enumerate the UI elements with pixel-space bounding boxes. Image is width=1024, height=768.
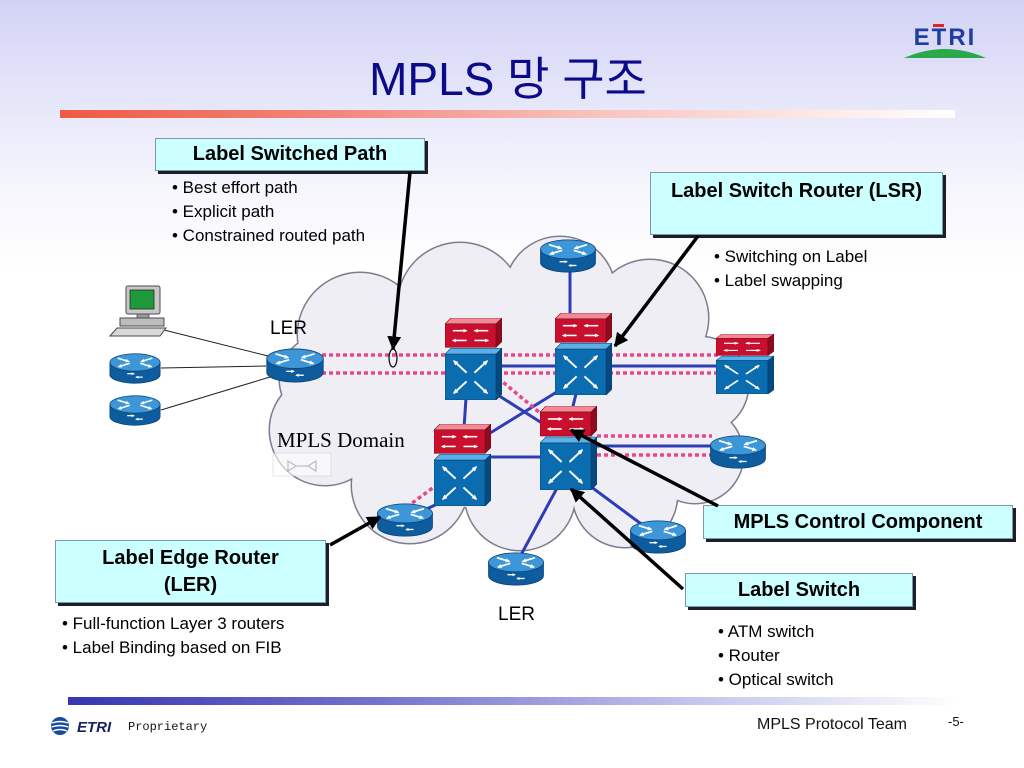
lsp-bullet: • Best effort path — [172, 178, 298, 197]
label-switch-router-5-icon — [540, 406, 597, 490]
ler-bullet: • Full-function Layer 3 routers — [62, 614, 285, 633]
label-switch-router-2-icon — [555, 313, 612, 395]
access-links — [160, 329, 271, 411]
label-switch-bullet-list: • ATM switch • Router • Optical switch — [718, 620, 834, 692]
label-switch-bullet: • Router — [718, 646, 780, 665]
access-link-line — [163, 329, 269, 357]
access-link-line — [160, 376, 271, 411]
ler-router-left-icon — [267, 349, 323, 382]
ler-router-bottom-icon — [489, 553, 544, 585]
label-switch-callout-title: Label Switch — [737, 579, 861, 601]
link-line — [462, 396, 468, 430]
lsr-bullet: • Switching on Label — [714, 247, 868, 266]
etri-logo-icon: ETRI — [904, 24, 986, 58]
ler-label-bottom: LER — [498, 604, 535, 625]
slide-title: MPLS 망 구조 — [369, 53, 647, 105]
ler-bullet-list: • Full-function Layer 3 routers • Label … — [62, 612, 284, 660]
label-switched-path-line — [496, 376, 548, 420]
control-component-callout-box: MPLS Control Component — [703, 505, 1013, 539]
control-component-callout-title: MPLS Control Component — [733, 511, 983, 533]
lsp-callout-title: Label Switched Path — [192, 143, 388, 165]
access-link-line — [160, 365, 267, 369]
ler-bullet: • Label Binding based on FIB — [62, 638, 282, 657]
customer-router-1-icon — [110, 354, 160, 383]
label-switch-router-3-icon — [716, 334, 774, 394]
link-line — [520, 488, 558, 555]
host-computer-icon — [108, 285, 167, 337]
link-line — [480, 388, 562, 440]
label-switch-callout-box: Label Switch — [685, 573, 913, 607]
ler-callout-title-line: (LER) — [163, 574, 218, 596]
lsp-bullet-list: • Best effort path • Explicit path • Con… — [172, 176, 365, 248]
footer-proprietary: Proprietary — [128, 720, 208, 734]
header-bar — [60, 110, 955, 118]
lsr-bullet-list: • Switching on Label • Label swapping — [714, 245, 867, 293]
label-switch-router-4-icon — [434, 424, 491, 506]
label-switch-router-1-icon — [445, 318, 502, 400]
lsp-bullet: • Explicit path — [172, 202, 275, 221]
page-number: -5- — [948, 714, 964, 729]
faint-router-icon — [272, 452, 332, 477]
edge-router-bottom-right-icon — [631, 521, 686, 553]
footer-etri-logo-icon: ETRI — [51, 717, 112, 736]
lsp-callout-box: Label Switched Path — [155, 138, 425, 171]
lsp-bullet: • Constrained routed path — [172, 226, 366, 245]
core-router-top-icon — [541, 240, 596, 272]
ler-label-top: LER — [270, 318, 307, 339]
etri-logo-text: ETRI — [914, 24, 977, 51]
customer-router-2-icon — [110, 396, 160, 425]
ler-router-bottom-left-icon — [378, 504, 433, 536]
mpls-domain-label: MPLS Domain — [277, 428, 405, 452]
edge-router-right-icon — [711, 436, 766, 468]
label-switch-bullet: • Optical switch — [718, 670, 834, 689]
footer-team: MPLS Protocol Team — [757, 716, 907, 733]
lsr-bullet: • Label swapping — [714, 271, 843, 290]
lsr-callout-box: Label Switch Router (LSR) — [650, 172, 943, 235]
mpls-domain-cloud-icon — [268, 235, 750, 552]
ler-callout-box: Label Edge Router (LER) — [55, 540, 326, 603]
label-switch-bullet: • ATM switch — [718, 622, 815, 641]
footer-logo-text: ETRI — [77, 719, 112, 736]
footer-bar — [68, 697, 960, 705]
lsr-callout-title: Label Switch Router (LSR) — [670, 180, 923, 202]
ler-callout-title-line: Label Edge Router — [102, 547, 279, 569]
label-switched-path-line — [398, 482, 440, 514]
